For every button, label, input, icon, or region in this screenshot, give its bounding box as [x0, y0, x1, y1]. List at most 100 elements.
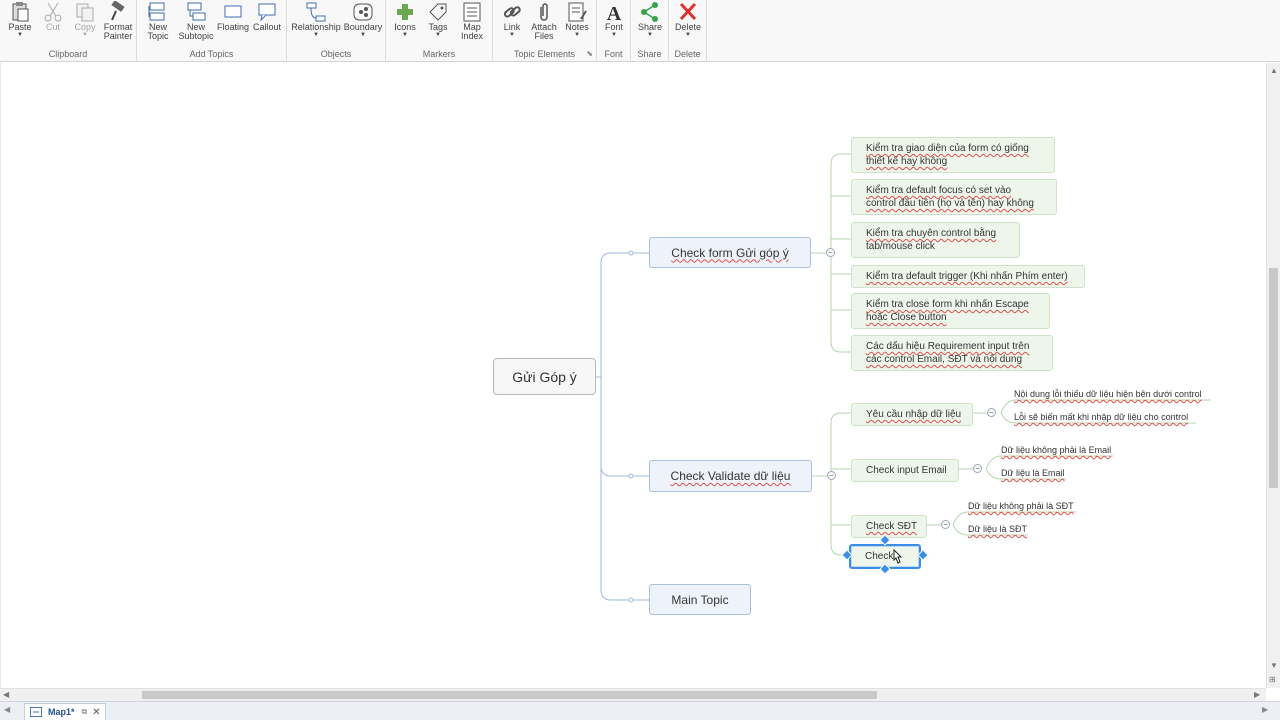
- add-topics-group-label: Add Topics: [189, 49, 234, 59]
- scroll-right-icon[interactable]: ▶: [1254, 690, 1261, 699]
- share-group: Share ▼ Share: [631, 0, 669, 62]
- paintbrush-icon: [111, 1, 125, 21]
- icons-button[interactable]: Icons ▼: [387, 0, 423, 48]
- delete-group: Delete ▼ Delete: [669, 0, 707, 62]
- objects-group-label: Objects: [320, 49, 352, 59]
- mouse-cursor-icon: [893, 549, 903, 564]
- subtopic-required-input[interactable]: Yêu cầu nhập dữ liệu: [851, 403, 973, 426]
- share-button[interactable]: Share ▼: [632, 0, 668, 48]
- tab-close-icon[interactable]: ✕: [92, 706, 101, 718]
- clipboard-group-label: Clipboard: [48, 49, 88, 59]
- mind-map-canvas[interactable]: Gửi Góp ý Check form Gửi góp ý − Check V…: [0, 63, 1266, 688]
- tag-icon: [429, 3, 447, 21]
- chevron-down-icon: ▼: [647, 32, 653, 38]
- link-icon: [503, 6, 521, 18]
- relationship-button[interactable]: Relationship ▼: [291, 0, 341, 48]
- chevron-down-icon: ▼: [313, 32, 319, 38]
- share-group-label: Share: [637, 49, 662, 59]
- share-icon: [641, 2, 658, 22]
- collapse-toggle-icon[interactable]: −: [987, 408, 996, 417]
- leaf-email-2[interactable]: Dữ liệu là Email: [1001, 468, 1065, 478]
- relationship-icon: [306, 2, 326, 22]
- new-subtopic-icon: [187, 2, 206, 21]
- cut-button[interactable]: Cut: [35, 0, 71, 48]
- notes-button[interactable]: Notes ▼: [559, 0, 595, 48]
- delete-button[interactable]: Delete ▼: [670, 0, 706, 48]
- copy-icon: [76, 3, 94, 22]
- collapse-toggle-icon[interactable]: −: [827, 471, 836, 480]
- markers-group-label: Markers: [422, 49, 456, 59]
- floating-topic-icon: [224, 5, 242, 18]
- map-index-button[interactable]: Map Index: [454, 0, 490, 48]
- floating-topic-button[interactable]: Floating: [215, 0, 251, 48]
- clipboard-group: Paste ▼ Cut Copy ▼ Format Painter Clipbo…: [0, 0, 137, 62]
- boundary-button[interactable]: Boundary ▼: [344, 0, 382, 48]
- scroll-down-icon[interactable]: ▼: [1270, 661, 1278, 670]
- subtopic-close-form[interactable]: Kiểm tra close form khi nhấn Escape hoặc…: [851, 293, 1050, 329]
- paste-icon: [12, 2, 29, 22]
- subtopic-check-email[interactable]: Check input Email: [851, 459, 959, 482]
- subtopic-required-markers[interactable]: Các dấu hiệu Requirement input trên các …: [851, 335, 1053, 371]
- map-index-icon: [463, 2, 481, 22]
- scroll-up-icon[interactable]: ▲: [1270, 66, 1278, 75]
- zoom-fit-icon[interactable]: ⊞: [1269, 675, 1276, 684]
- collapse-toggle-icon[interactable]: −: [973, 464, 982, 473]
- format-painter-button[interactable]: Format Painter: [100, 0, 136, 48]
- leaf-required-1[interactable]: Nội dung lỗi thiếu dữ liệu hiện bên dưới…: [1014, 389, 1202, 399]
- leaf-email-1[interactable]: Dữ liệu không phải là Email: [1001, 445, 1112, 455]
- connector-lines: [596, 153, 1211, 603]
- vertical-scrollbar[interactable]: ▲ ▼ ⊞: [1266, 63, 1280, 688]
- leaf-phone-2[interactable]: Dữ liệu là SĐT: [968, 524, 1028, 534]
- new-topic-icon: [148, 2, 165, 21]
- tab-detach-icon[interactable]: ⧉: [81, 707, 88, 716]
- scroll-left-icon[interactable]: ◀: [3, 690, 10, 699]
- icons-marker-icon: [397, 4, 413, 20]
- link-button[interactable]: Link ▼: [494, 0, 530, 48]
- horizontal-scrollbar[interactable]: ◀ ▶: [0, 688, 1266, 701]
- subtopic-form-ui-check[interactable]: Kiểm tra giao diện của form có giống thi…: [851, 137, 1055, 173]
- chevron-down-icon: ▼: [82, 32, 88, 38]
- font-button[interactable]: A Font ▼: [596, 0, 632, 48]
- font-icon: A: [607, 3, 622, 23]
- subtopic-check-phone[interactable]: Check SĐT: [851, 515, 927, 538]
- leaf-required-2[interactable]: Lỗi sẽ biến mất khi nhập dữ liệu cho con…: [1014, 412, 1189, 422]
- callout-button[interactable]: Callout: [249, 0, 285, 48]
- paste-button[interactable]: Paste ▼: [2, 0, 38, 48]
- font-group-label: Font: [604, 49, 623, 59]
- svg-text:A: A: [607, 3, 622, 23]
- main-topic-check-validate[interactable]: Check Validate dữ liệu: [649, 460, 812, 492]
- horizontal-scroll-thumb[interactable]: [142, 691, 877, 699]
- chevron-down-icon: ▼: [360, 32, 366, 38]
- scissors-icon: [44, 2, 62, 22]
- subtopic-default-trigger[interactable]: Kiểm tra default trigger (Khi nhấn Phím …: [851, 265, 1085, 288]
- collapse-toggle-icon[interactable]: −: [826, 248, 835, 257]
- subtopic-default-focus[interactable]: Kiểm tra default focus có set vào contro…: [851, 179, 1057, 215]
- delete-x-icon: [679, 2, 697, 21]
- topic-elements-group-label: Topic Elements: [513, 49, 576, 59]
- tab-scroll-left-icon[interactable]: ◀: [4, 705, 11, 714]
- vertical-scroll-thumb[interactable]: [1269, 268, 1278, 488]
- font-group: A Font ▼ Font: [597, 0, 631, 62]
- dialog-launcher-icon[interactable]: ⬊: [586, 49, 593, 58]
- chevron-down-icon: ▼: [17, 32, 23, 38]
- new-subtopic-button[interactable]: New Subtopic: [178, 0, 214, 48]
- main-topic-main[interactable]: Main Topic: [649, 584, 751, 615]
- tags-button[interactable]: Tags ▼: [420, 0, 456, 48]
- new-topic-button[interactable]: New Topic: [140, 0, 176, 48]
- subtopic-tab-control[interactable]: Kiểm tra chuyên control bằng tab/mouse c…: [851, 222, 1020, 258]
- central-topic[interactable]: Gửi Góp ý: [493, 358, 596, 395]
- chevron-down-icon: ▼: [435, 32, 441, 38]
- tab-scroll-right-icon[interactable]: ▶: [1262, 705, 1269, 714]
- attach-files-button[interactable]: Attach Files: [526, 0, 562, 48]
- markers-group: Icons ▼ Tags ▼ Map Index Markers: [386, 0, 493, 62]
- collapse-toggle-icon[interactable]: −: [941, 520, 950, 529]
- ribbon-toolbar: Paste ▼ Cut Copy ▼ Format Painter Clipbo…: [0, 0, 1280, 62]
- notes-icon: [568, 2, 587, 22]
- copy-button[interactable]: Copy ▼: [67, 0, 103, 48]
- chevron-down-icon: ▼: [611, 32, 617, 38]
- document-tab-map1[interactable]: Map1* ⧉ ✕: [24, 703, 106, 720]
- topic-elements-group: Link ▼ Attach Files Notes ▼ Topic Elemen…: [493, 0, 597, 62]
- main-topic-check-form[interactable]: Check form Gửi góp ý: [649, 237, 811, 268]
- callout-icon: [258, 3, 276, 22]
- leaf-phone-1[interactable]: Dữ liệu không phải là SĐT: [968, 501, 1074, 511]
